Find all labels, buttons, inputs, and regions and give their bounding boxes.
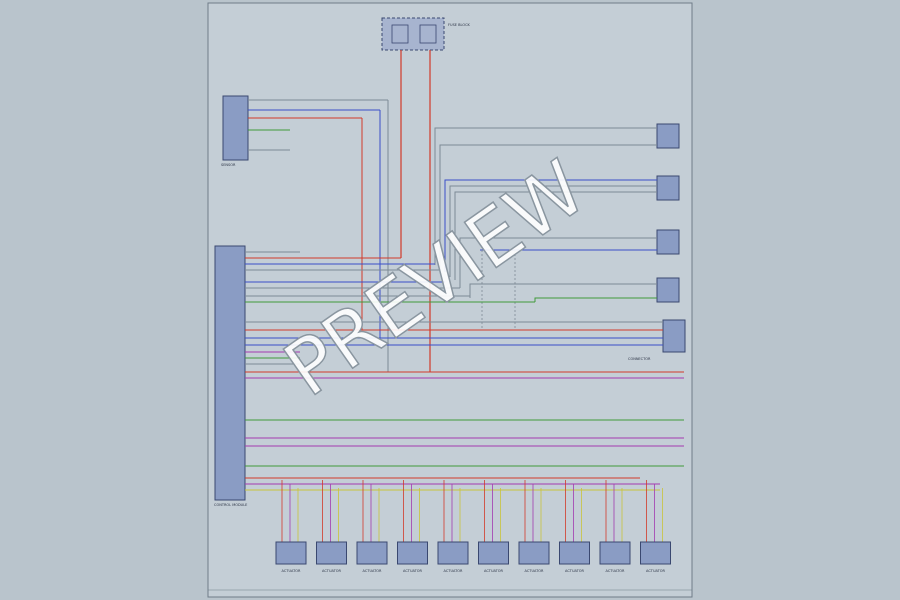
actuator-6: ACTUATOR (478, 480, 509, 573)
fuse-block: FUSE BLOCK (381, 17, 471, 51)
sensor-left-label: SENSOR (221, 163, 236, 167)
actuator-label: ACTUATOR (403, 569, 422, 573)
right-connector: CONNECTOR (628, 319, 686, 361)
actuator-label: ACTUATOR (606, 569, 625, 573)
right-wire-5 (454, 191, 657, 280)
actuator-1: ACTUATOR (275, 480, 307, 573)
actuator-2: ACTUATOR (316, 480, 347, 573)
actuator-label: ACTUATOR (646, 569, 665, 573)
sensor-left: SENSOR (221, 95, 249, 167)
right-wire-9 (534, 297, 657, 302)
actuator-label: ACTUATOR (322, 569, 341, 573)
right-connector-label: CONNECTOR (628, 357, 651, 361)
fuse-block-label: FUSE BLOCK (448, 23, 471, 27)
right-wire-4 (449, 185, 657, 277)
diagram-sheet (207, 2, 693, 598)
actuator-8: ACTUATOR (559, 480, 590, 573)
actuator-10: ACTUATOR (640, 480, 671, 573)
actuator-3: ACTUATOR (356, 480, 388, 573)
right-wire-6 (459, 237, 657, 288)
actuator-4: ACTUATOR (397, 480, 428, 573)
right-component-4 (656, 277, 680, 303)
actuator-5: ACTUATOR (437, 480, 469, 573)
actuator-7: ACTUATOR (518, 480, 550, 573)
control-module-label: CONTROL MODULE (214, 503, 247, 507)
actuator-label: ACTUATOR (444, 569, 463, 573)
right-wire-8 (469, 283, 657, 298)
actuator-label: ACTUATOR (363, 569, 382, 573)
actuator-label: ACTUATOR (484, 569, 503, 573)
module-wire-bundle (245, 251, 684, 467)
control-module: CONTROL MODULE (214, 245, 247, 507)
right-wire-2 (439, 144, 657, 270)
actuator-label: ACTUATOR (525, 569, 544, 573)
actuator-label: ACTUATOR (282, 569, 301, 573)
actuator-label: ACTUATOR (565, 569, 584, 573)
right-wire-3 (444, 179, 657, 272)
bottom-harness (245, 477, 660, 491)
right-component-1 (656, 123, 680, 149)
actuator-row: ACTUATOR ACTUATOR ACTUATOR ACTUATOR ACTUATOR… (275, 480, 671, 573)
right-component-2 (656, 175, 680, 201)
actuator-9: ACTUATOR (599, 480, 631, 573)
right-component-3 (656, 229, 680, 255)
right-wire-1 (434, 127, 657, 265)
